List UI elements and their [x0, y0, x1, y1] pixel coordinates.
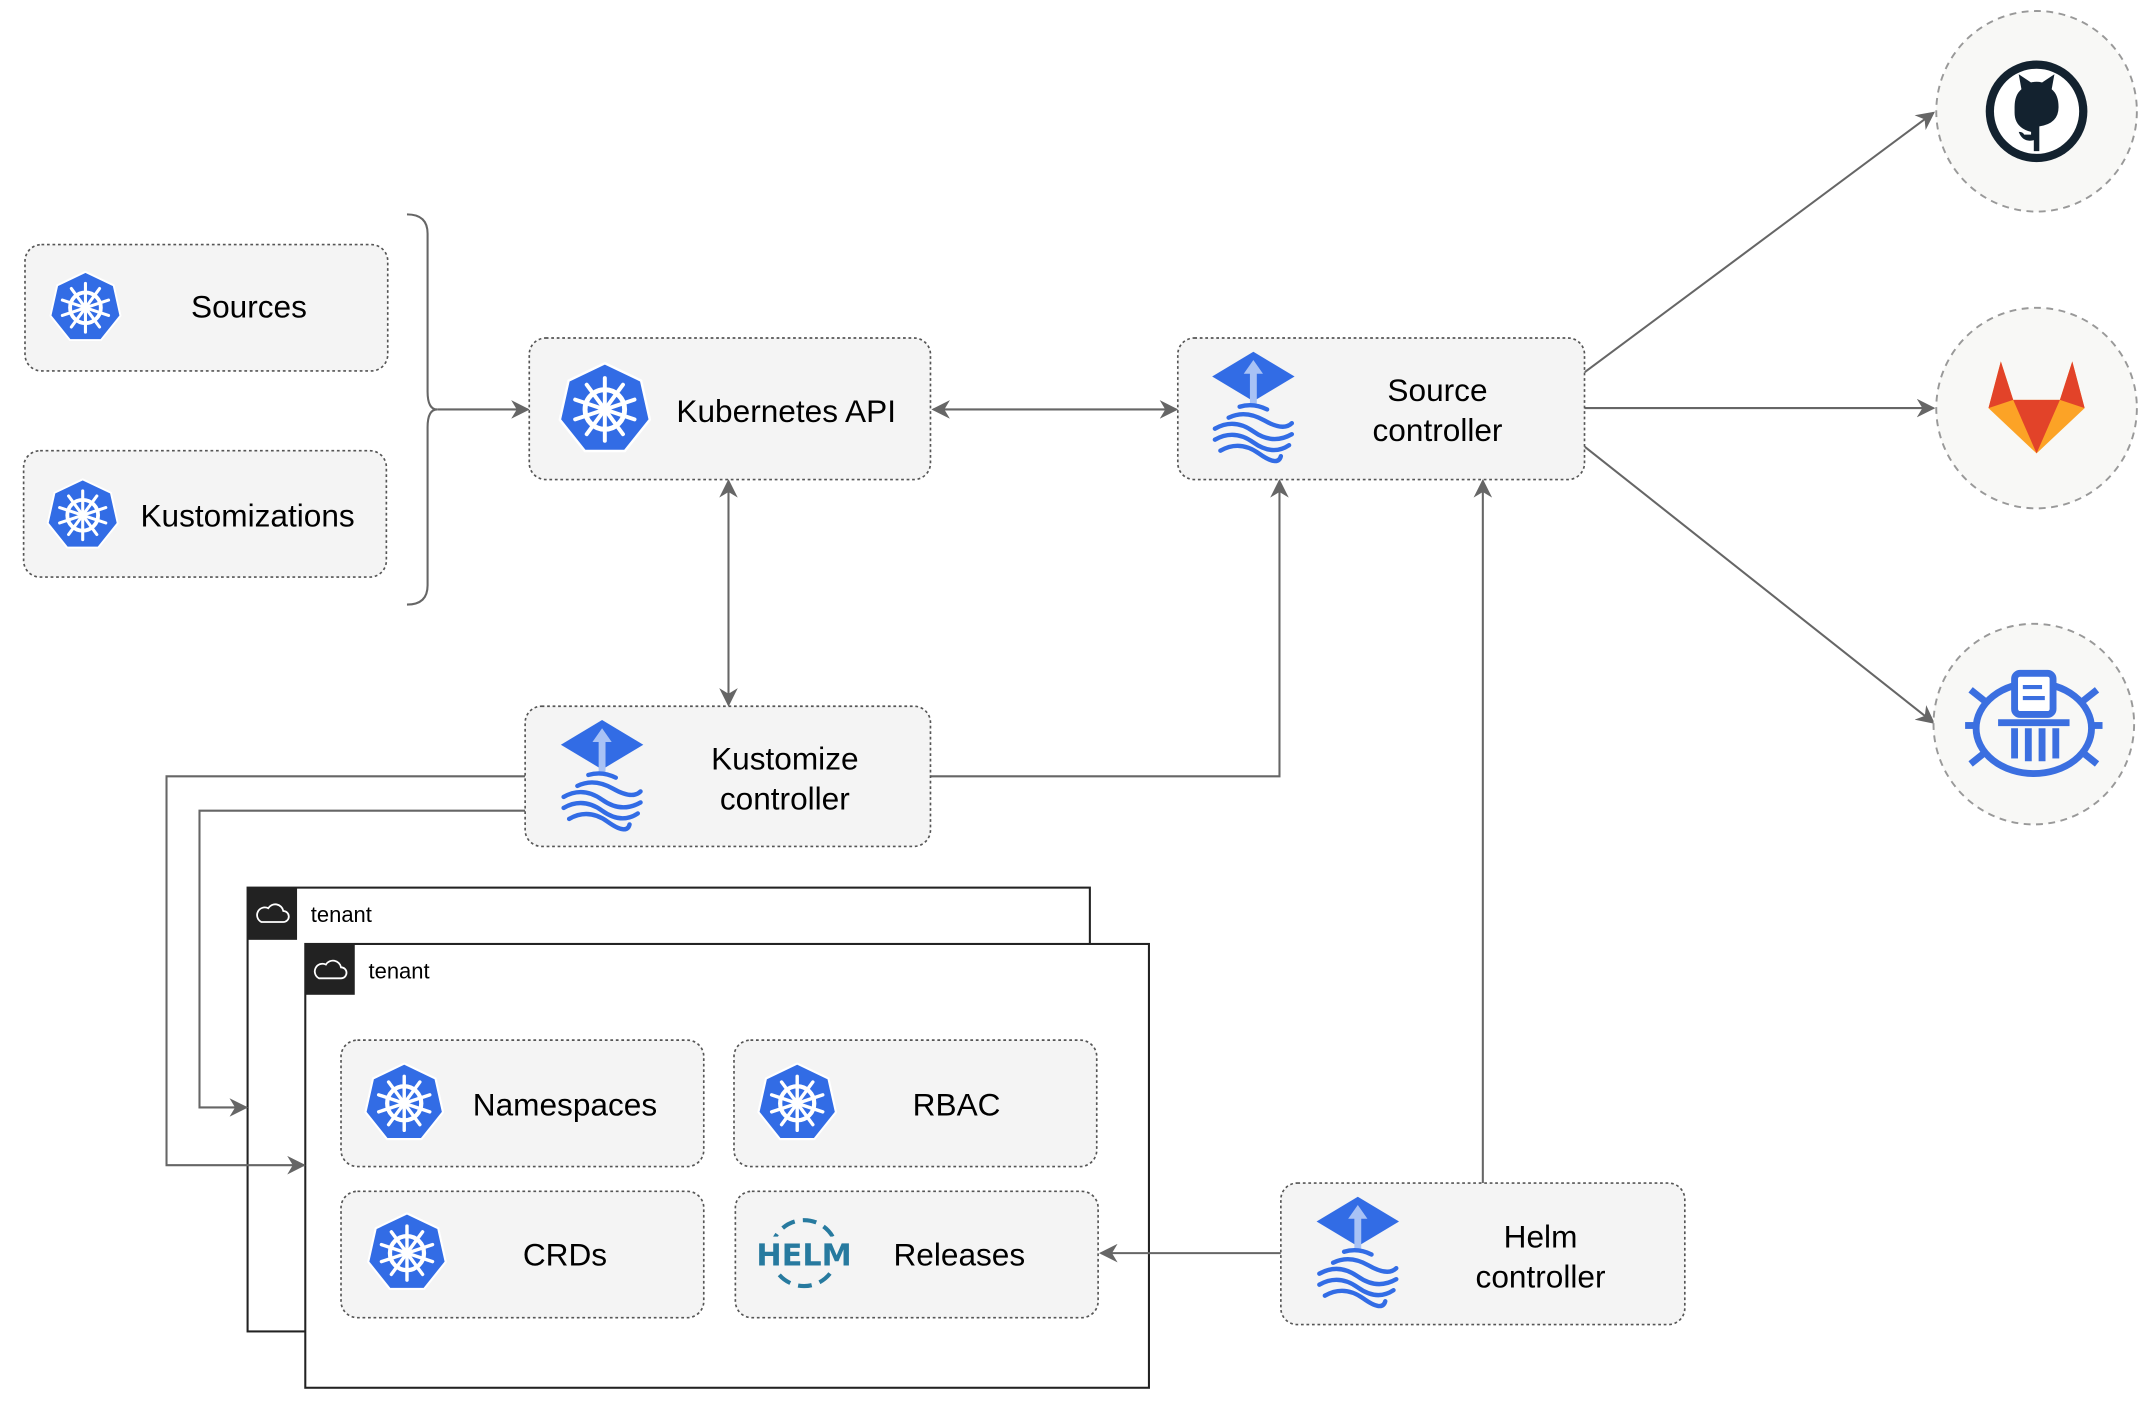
node-label: Source: [1387, 372, 1487, 408]
node-sources[interactable]: Sources: [24, 243, 389, 372]
tenant-label: tenant: [369, 958, 430, 983]
edge-kustomize-tenant: [198, 809, 526, 1117]
node-label: Helm: [1504, 1219, 1578, 1255]
helm-icon: HELM: [755, 1218, 853, 1289]
cloud-icon: [256, 903, 290, 923]
node-source-controller[interactable]: Source controller: [1176, 337, 1586, 481]
node-helm-controller[interactable]: Helm controller: [1280, 1182, 1686, 1326]
node-label: CRDs: [523, 1236, 607, 1272]
node-label: Kubernetes API: [676, 393, 896, 429]
node-kustomizations[interactable]: Kustomizations: [22, 449, 388, 578]
node-crds[interactable]: CRDs: [340, 1190, 705, 1319]
edge-source-github: [1583, 111, 1936, 374]
node-label: controller: [1476, 1258, 1606, 1294]
node-namespaces[interactable]: Namespaces: [340, 1039, 705, 1168]
edge-source-bucket: [1583, 445, 1935, 724]
edge-kustomize-source: [930, 479, 1289, 778]
bucket-source[interactable]: [1932, 622, 2136, 826]
gitlab-source[interactable]: [1935, 306, 2138, 510]
cloud-icon: [313, 959, 348, 980]
svg-text:HELM: HELM: [756, 1238, 851, 1273]
node-label: Kustomize: [711, 740, 858, 776]
node-kubernetes-api[interactable]: Kubernetes API: [528, 337, 932, 481]
tenant-label: tenant: [311, 902, 372, 927]
node-label: Kustomizations: [140, 497, 354, 533]
node-label: Sources: [191, 288, 307, 324]
node-kustomize-controller[interactable]: Kustomize controller: [524, 705, 932, 848]
node-label: controller: [720, 780, 850, 816]
gitlab-icon: [1988, 361, 2085, 454]
bucket-icon: [1965, 669, 2103, 778]
github-source[interactable]: [1935, 10, 2138, 213]
cloud-icon-bg: [247, 887, 298, 940]
node-label: Namespaces: [473, 1087, 657, 1123]
node-label: Releases: [893, 1236, 1025, 1272]
node-label: controller: [1373, 412, 1503, 448]
github-icon: [1985, 60, 2088, 163]
node-releases[interactable]: HELM Releases: [734, 1190, 1099, 1319]
node-label: RBAC: [913, 1087, 1001, 1123]
sources-brace: [406, 213, 438, 606]
node-rbac[interactable]: RBAC: [733, 1039, 1098, 1168]
edge-kustomize-tenant: [165, 775, 526, 1175]
